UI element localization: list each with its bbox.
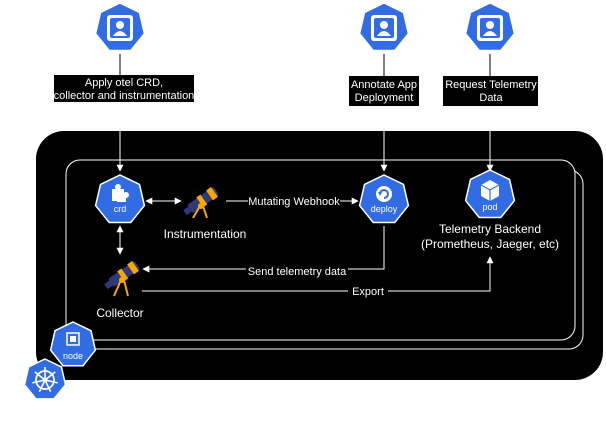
kubernetes-wheel-icon — [23, 358, 67, 400]
cube-icon — [480, 180, 500, 201]
export-label: Export — [352, 286, 384, 298]
user-icon — [358, 2, 410, 52]
user-icon — [464, 2, 516, 52]
puzzle-icon — [112, 184, 129, 202]
instrumentation-label: Instrumentation — [164, 227, 247, 241]
deploy-node: deploy — [358, 174, 410, 224]
crd-node: crd — [94, 174, 146, 224]
refresh-icon — [376, 186, 392, 202]
node-label: node — [63, 351, 83, 361]
backend-subtitle: (Prometheus, Jaeger, etc) — [421, 237, 559, 251]
request-note-line-2: Data — [479, 92, 503, 104]
send-telemetry-edge — [142, 226, 385, 273]
collector-label: Collector — [96, 306, 143, 320]
backend-title: Telemetry Backend — [439, 222, 541, 236]
annotate-note — [349, 76, 419, 106]
chip-icon — [66, 332, 80, 346]
pod-node: pod — [464, 169, 516, 219]
telescope-icon — [104, 261, 140, 290]
telescope-icon — [183, 187, 219, 216]
apply-note-line-1: Apply otel CRD, — [85, 77, 163, 89]
annotate-note-line-1: Annotate App — [351, 79, 417, 91]
user-icon — [94, 2, 146, 52]
annotate-note-line-2: Deployment — [355, 92, 414, 104]
send-telemetry-label: Send telemetry data — [248, 266, 347, 278]
request-note-line-1: Request Telemetry — [445, 79, 537, 91]
apply-note — [54, 75, 194, 102]
node-badge: node — [49, 321, 97, 367]
export-edge — [142, 256, 494, 292]
mutating-webhook-label: Mutating Webhook — [248, 196, 340, 208]
pod-label: pod — [482, 202, 497, 212]
apply-note-line-2: collector and instrumentation — [54, 90, 195, 102]
crd-label: crd — [114, 204, 127, 214]
deploy-label: deploy — [371, 204, 398, 214]
request-note — [443, 76, 538, 106]
